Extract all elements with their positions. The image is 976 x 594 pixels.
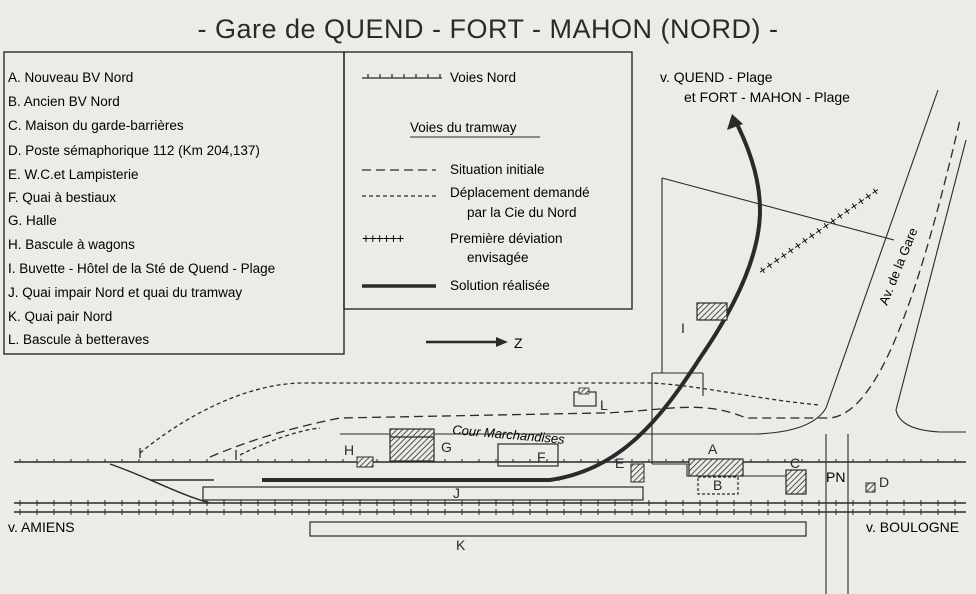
key-label-deviation-2: envisagée xyxy=(467,250,529,265)
page-title: - Gare de QUEND - FORT - MAHON (NORD) - xyxy=(197,14,778,44)
building-d-poste xyxy=(865,482,876,493)
building-e-wc xyxy=(630,463,645,483)
label-b: B xyxy=(713,477,722,493)
building-g-halle xyxy=(389,428,435,462)
platform-k xyxy=(309,521,807,537)
building-a-nouveau-bv xyxy=(688,458,744,477)
tram-deviation-crosses: +++++++++++++++++ xyxy=(755,182,883,278)
legend-item-h: H. Bascule à wagons xyxy=(8,237,135,252)
building-b-ancien-bv xyxy=(697,476,739,495)
label-e: E xyxy=(615,455,624,471)
key-label-voies-nord: Voies Nord xyxy=(450,70,516,85)
building-h-bascule xyxy=(356,456,374,468)
legend-item-g: G. Halle xyxy=(8,213,57,228)
line-key-box: Voies Nord Voies du tramway Situation in… xyxy=(343,51,633,310)
platform-j xyxy=(202,486,644,501)
label-k: K xyxy=(456,537,466,553)
label-c: C xyxy=(790,455,800,471)
legend-item-j: J. Quai impair Nord et quai du tramway xyxy=(8,285,242,300)
destination-boulogne: v. BOULOGNE xyxy=(866,519,959,535)
tram-situation-initiale xyxy=(209,119,961,458)
label-h: H xyxy=(344,442,354,458)
cour-marchandises-label: Cour Marchandises xyxy=(452,422,566,447)
legend-item-i: I. Buvette - Hôtel de la Sté de Quend - … xyxy=(8,261,275,276)
legend-item-a: A. Nouveau BV Nord xyxy=(8,70,133,85)
key-label-situation-initiale: Situation initiale xyxy=(450,162,545,177)
orientation-arrow: Z xyxy=(426,335,523,351)
legend-item-d: D. Poste sémaphorique 112 (Km 204,137) xyxy=(8,143,260,158)
key-title-tramway: Voies du tramway xyxy=(410,120,517,135)
legend-item-f: F. Quai à bestiaux xyxy=(8,190,116,205)
building-f-quai xyxy=(497,443,559,467)
legend-item-b: B. Ancien BV Nord xyxy=(8,94,120,109)
key-symbol-deviation: ++++++ xyxy=(362,231,404,246)
label-j: J xyxy=(453,485,460,501)
tram-solution-arrowhead xyxy=(727,114,743,130)
destination-quend-plage: v. QUEND - Plage xyxy=(660,69,773,85)
avenue-label: Av. de la Gare xyxy=(876,226,921,308)
label-f: F xyxy=(537,449,546,465)
tramway-lines xyxy=(139,119,961,460)
destination-amiens: v. AMIENS xyxy=(8,519,75,535)
tram-deplacement xyxy=(139,382,821,454)
destination-fort-mahon: et FORT - MAHON - Plage xyxy=(684,89,850,105)
legend-item-l: L. Bascule à betteraves xyxy=(8,332,149,347)
legend-item-e: E. W.C.et Lampisterie xyxy=(8,167,139,182)
level-crossing-label: PN xyxy=(826,469,845,485)
level-crossing-road xyxy=(825,434,849,594)
label-l: L xyxy=(600,397,608,413)
legend-item-k: K. Quai pair Nord xyxy=(8,309,112,324)
building-i-buvette xyxy=(696,302,728,321)
track-ticks xyxy=(19,459,956,515)
legend-item-c: C. Maison du garde-barrières xyxy=(8,118,184,133)
key-label-solution: Solution réalisée xyxy=(450,278,550,293)
label-d: D xyxy=(879,474,889,490)
roads xyxy=(340,89,967,477)
key-symbol-voies-nord xyxy=(362,74,442,79)
orientation-label: Z xyxy=(514,335,523,351)
label-g: G xyxy=(441,439,452,455)
label-a: A xyxy=(708,441,718,457)
key-label-deplacement-2: par la Cie du Nord xyxy=(467,205,577,220)
building-c-garde-barrieres xyxy=(785,469,807,495)
legend-box: A. Nouveau BV Nord B. Ancien BV Nord C. … xyxy=(3,51,345,355)
key-label-deviation-1: Première déviation xyxy=(450,231,563,246)
key-label-deplacement-1: Déplacement demandé xyxy=(450,185,590,200)
tram-solution-realisee xyxy=(262,121,763,482)
label-i: I xyxy=(681,320,685,336)
